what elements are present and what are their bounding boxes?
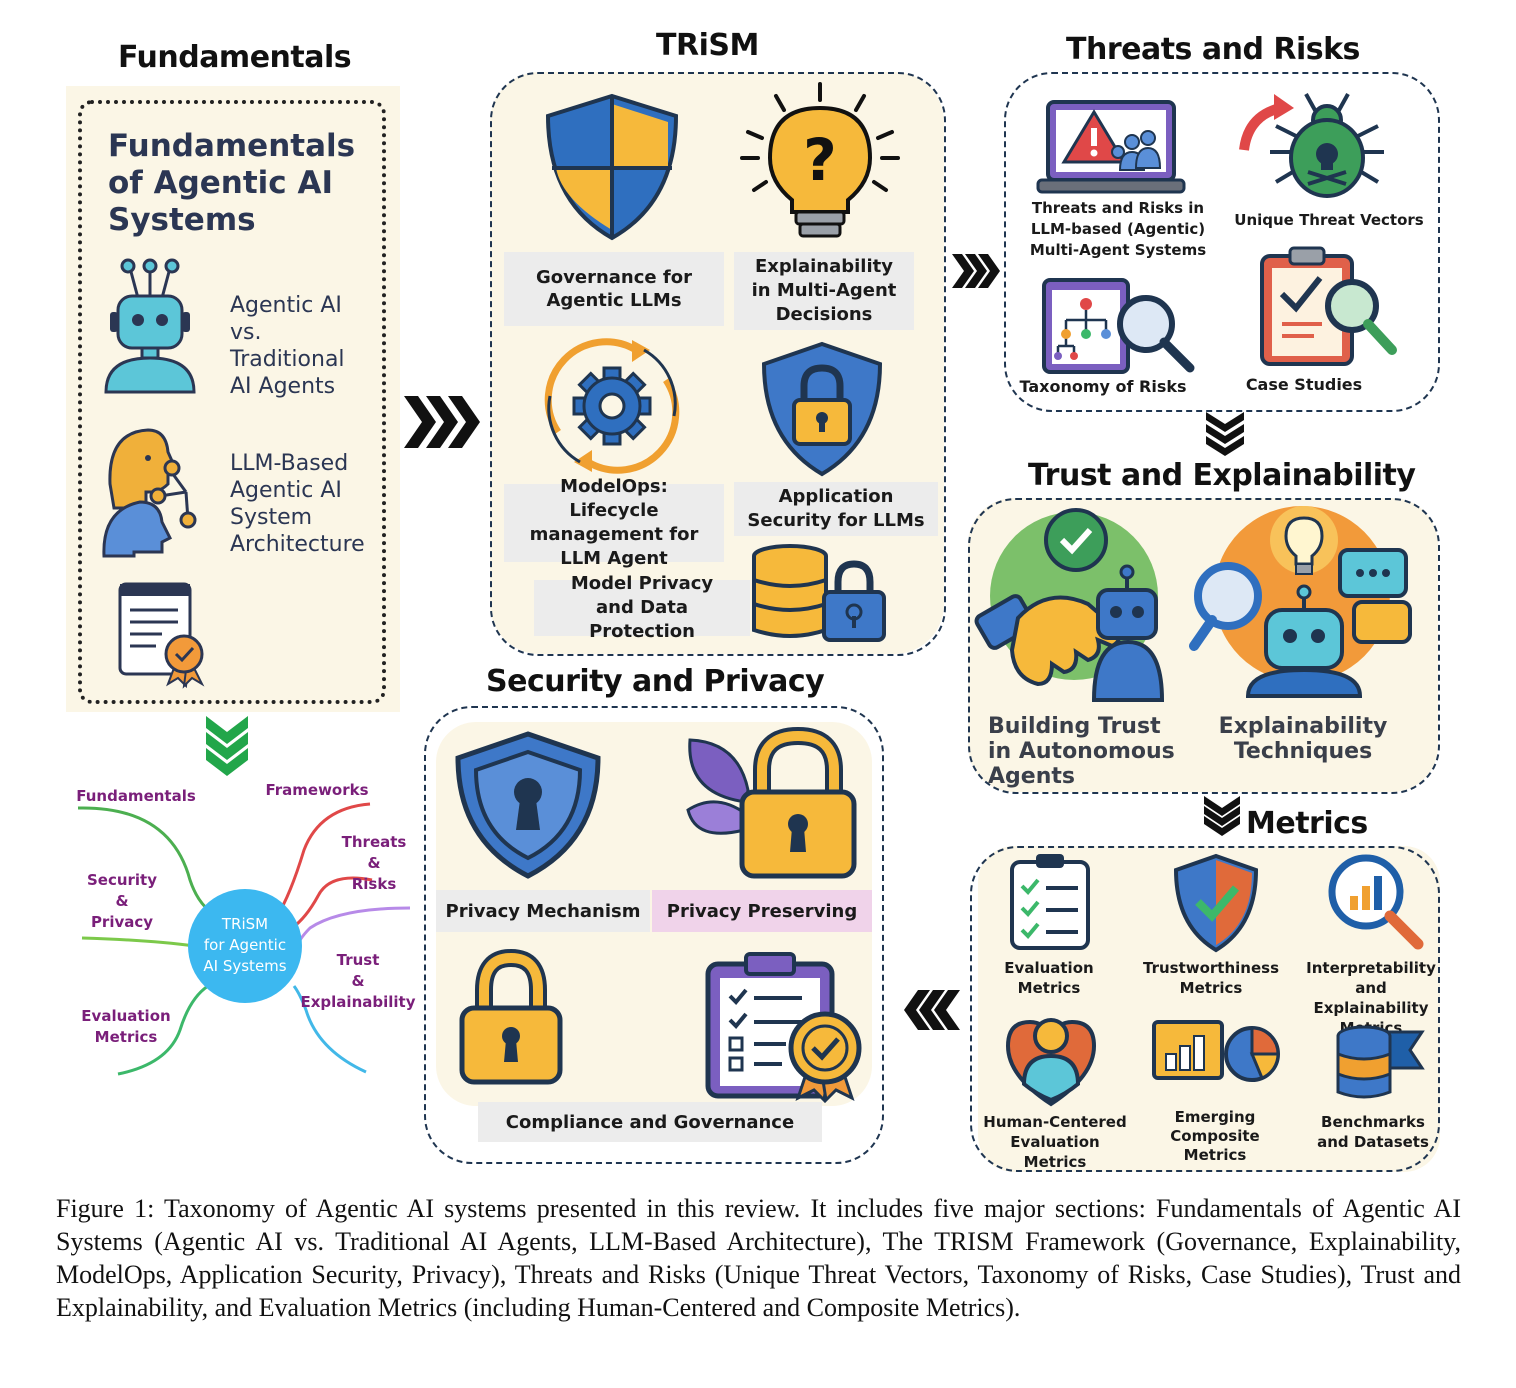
threats-dashed-border: [1004, 72, 1440, 412]
svg-text:?: ?: [803, 126, 837, 194]
mindmap-center-circle: [188, 889, 302, 1003]
branch-threats-line: [291, 876, 373, 930]
security-label-privacy-mechanism: Privacy Mechanism: [436, 890, 650, 932]
fundamentals-item-agentic-vs-traditional: Agentic AI vs. Traditional AI Agents: [230, 293, 345, 399]
branch-security-line: [81, 936, 195, 948]
trism-dashed-border: [490, 72, 946, 656]
mindmap-branch-label: Risks: [351, 875, 397, 893]
mindmap-branch-label: Trust: [336, 951, 380, 969]
certificate-document-icon: [118, 582, 205, 689]
robot-icon: [104, 258, 196, 394]
metrics-dashed-border: [970, 846, 1440, 1172]
mindmap-branch-evaluation: Evaluation Metrics: [78, 1006, 174, 1048]
shield-keyhole-icon: [455, 731, 601, 879]
trism-section-title: TRiSM: [656, 28, 759, 63]
mindmap-branch-label: &: [351, 972, 365, 990]
mindmap-branch-label: Fundamentals: [76, 787, 196, 805]
bug-icon: [1239, 93, 1384, 198]
robot-magnifier-icon: [1189, 506, 1412, 698]
mindmap-branch-label: &: [367, 854, 381, 872]
taxonomy-magnifier-icon: [1042, 278, 1195, 374]
trust-dashed-border: [968, 498, 1440, 794]
security-label-privacy-preserving: Privacy Preserving: [652, 890, 872, 932]
figure-caption: Figure 1: Taxonomy of Agentic AI systems…: [56, 1194, 1461, 1322]
gear-cycle-icon: [544, 338, 680, 474]
down-arrow-metrics-icon: [1204, 796, 1240, 836]
threats-label-llm-multiagent: Threats and Risks in LLM-based (Agentic)…: [1029, 199, 1207, 259]
branch-frameworks-line: [274, 802, 371, 919]
security-section-title: Security and Privacy: [486, 664, 825, 699]
metrics-label-evaluation: Evaluation Metrics: [1004, 959, 1094, 997]
mindmap-branch-label: &: [115, 892, 129, 910]
database-lock-icon: [752, 544, 886, 642]
clipboard-badge-icon: [705, 952, 862, 1104]
magnifier-chart-icon: [1328, 854, 1424, 950]
lightbulb-question-icon: ?: [740, 82, 900, 238]
clipboard-magnifier-icon: [1260, 246, 1397, 366]
padlock-leaves-icon: [686, 726, 857, 879]
mindmap-branch-label: Frameworks: [265, 781, 369, 799]
person-heart-icon: [1005, 1018, 1097, 1107]
mindmap-branch-label: Security: [86, 871, 158, 889]
mindmap-branch-frameworks: Frameworks: [262, 780, 372, 801]
shield-icon: [545, 93, 679, 241]
branch-trust-line: [298, 906, 411, 941]
security-label-compliance: Compliance and Governance: [478, 1102, 822, 1142]
checklist-icon: [1010, 854, 1090, 950]
metrics-section-title: Metrics: [1246, 806, 1368, 841]
down-arrow-icon: [1206, 412, 1244, 456]
security-dashed-border: [424, 706, 884, 1164]
composite-chart-icon: [1152, 1020, 1280, 1082]
trism-label-model-privacy: Model Privacy and Data Protection: [534, 573, 750, 642]
mindmap-branch-label: Metrics: [94, 1028, 158, 1046]
left-arrow-icon: [904, 990, 960, 1030]
mindmap-branch-label: Threats: [341, 833, 407, 851]
trism-label-modelops: ModelOps: Lifecycle management for LLM A…: [504, 476, 724, 569]
trism-label-explainability: Explainability in Multi-Agent Decisions: [734, 252, 914, 330]
mindmap-branch-fundamentals: Fundamentals: [76, 786, 196, 807]
right-arrow-small-icon: [952, 254, 1000, 288]
threats-label-unique-vectors: Unique Threat Vectors: [1234, 211, 1424, 229]
fundamentals-heading: Fundamentals of Agentic AI Systems: [108, 128, 356, 238]
handshake-robot-icon: [974, 508, 1165, 702]
mindmap-branch-label: Privacy: [90, 913, 154, 931]
threats-label-taxonomy: Taxonomy of Risks: [1019, 377, 1187, 396]
mindmap-branch-security: Security & Privacy: [80, 870, 164, 933]
mindmap-branch-threats: Threats & Risks: [336, 832, 412, 895]
laptop-warning-icon: [1036, 100, 1186, 194]
mindmap-center: TRiSM for Agentic AI Systems: [188, 914, 302, 977]
fundamentals-section-title: Fundamentals: [118, 40, 352, 75]
trust-label-building-trust: Building Trust in Autonomous Agents: [988, 714, 1175, 789]
metrics-label-trustworthiness: Trustworthiness Metrics: [1142, 959, 1280, 997]
metrics-label-human-centered: Human-Centered Evaluation Metrics: [983, 1113, 1127, 1171]
mindmap-center-line: for Agentic: [203, 936, 287, 954]
mindmap-center-line: AI Systems: [203, 957, 287, 975]
metrics-label-composite: Emerging Composite Metrics: [1170, 1108, 1260, 1164]
head-network-icon: [102, 428, 197, 558]
mindmap-branch-label: Evaluation: [81, 1007, 171, 1025]
trust-label-explainability-techniques: Explainability Techniques: [1218, 714, 1388, 764]
database-flag-icon: [1336, 1025, 1425, 1099]
down-arrow-green-icon: [206, 716, 248, 776]
branch-trust-lower-line: [292, 985, 367, 1074]
threats-label-case-studies: Case Studies: [1245, 375, 1363, 394]
padlock-icon: [459, 948, 563, 1085]
shield-lock-icon: [761, 341, 883, 477]
mindmap-center-line: TRiSM: [221, 915, 269, 933]
shield-check-icon: [1173, 853, 1259, 953]
trust-section-title: Trust and Explainability: [1028, 458, 1416, 493]
metrics-label-benchmarks: Benchmarks and Datasets: [1317, 1113, 1429, 1151]
trism-label-application-security: Application Security for LLMs: [734, 482, 938, 536]
right-arrow-icon: [404, 396, 480, 448]
fundamentals-dotted-border: [78, 100, 386, 704]
mindmap-branch-trust: Trust & Explainability: [300, 950, 416, 1013]
trism-label-governance: Governance for Agentic LLMs: [504, 252, 724, 326]
fundamentals-item-llm-architecture: LLM-Based Agentic AI System Architecture: [230, 451, 365, 557]
mindmap-branch-label: Explainability: [300, 993, 416, 1011]
branch-evaluation-line: [117, 984, 209, 1076]
threats-section-title: Threats and Risks: [1066, 32, 1360, 67]
